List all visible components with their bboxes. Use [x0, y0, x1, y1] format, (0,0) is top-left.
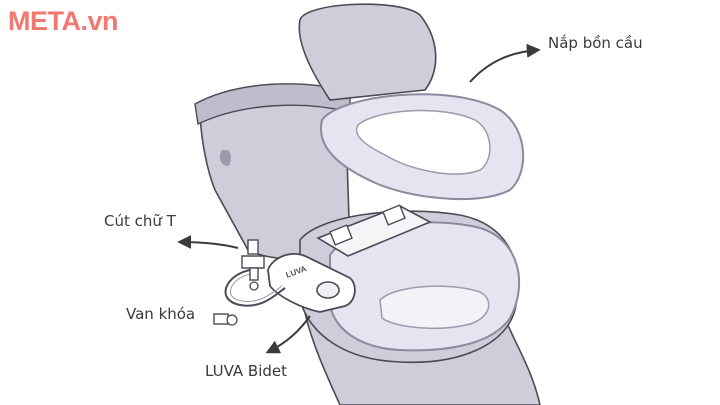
toilet-lid	[298, 3, 437, 101]
toilet-seat-hole	[355, 109, 491, 175]
toilet-bowl-opening	[379, 285, 490, 329]
label-valve: Van khóa	[126, 305, 196, 323]
label-bidet: LUVA Bidet	[205, 362, 288, 380]
arrow-t-joint	[177, 235, 239, 250]
label-t-joint: Cút chữ T	[104, 212, 176, 230]
flush-handle	[220, 150, 231, 166]
bidet-hinge-right	[382, 204, 406, 226]
bidet-control-knob	[316, 281, 340, 299]
bidet-hinge-left	[329, 224, 353, 246]
label-lid: Nắp bồn cầu	[548, 34, 643, 52]
arrow-lid	[469, 43, 541, 83]
t-joint-fitting	[241, 239, 265, 291]
water-hose	[224, 269, 286, 307]
shutoff-valve	[213, 313, 238, 326]
arrow-bidet	[265, 315, 311, 354]
meta-watermark-logo: META.vn	[8, 6, 119, 36]
water-hose-inner	[229, 273, 283, 303]
